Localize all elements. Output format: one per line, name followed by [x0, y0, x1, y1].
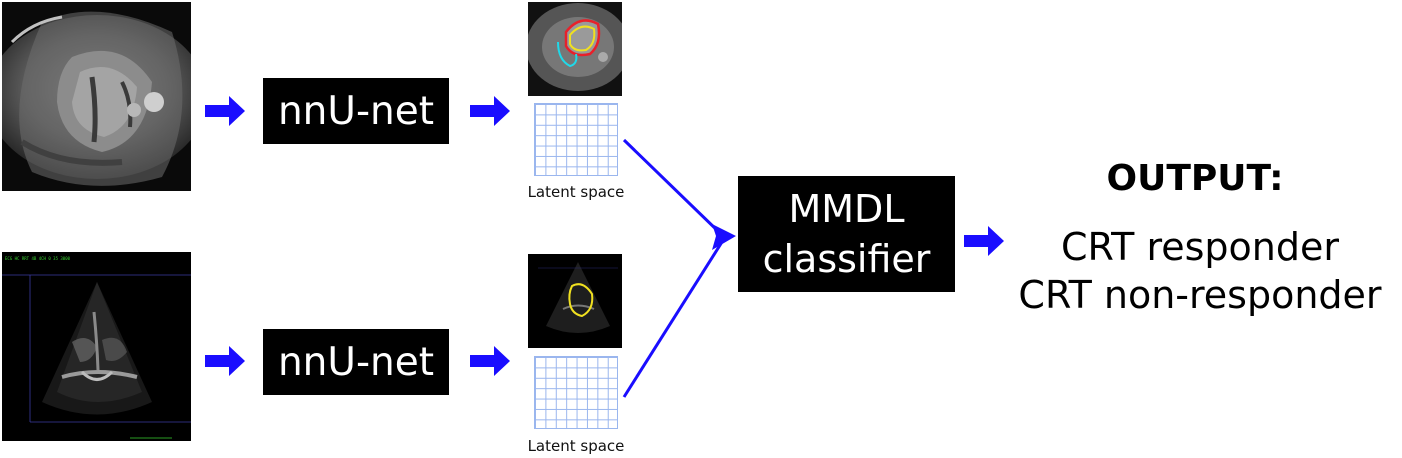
- right-arrow-icon: [964, 226, 1004, 256]
- classifier-line-2: classifier: [762, 237, 931, 281]
- mmdl-classifier-box: MMDL classifier: [738, 176, 955, 292]
- bottom-connector-line: [622, 241, 724, 398]
- output-item-non-responder: CRT non-responder: [1018, 273, 1382, 317]
- arrow-top-nnunet-to-segmentation: [470, 96, 510, 130]
- bottom-latent-space-grid: [534, 356, 618, 429]
- output-item-responder: CRT responder: [1060, 225, 1339, 269]
- arrow-bottom-nnunet-to-segmentation: [470, 346, 510, 380]
- echo-segmentation-image: [528, 254, 622, 348]
- top-connector-line: [622, 138, 724, 237]
- echo-segmentation-drawing: [528, 254, 622, 348]
- bottom-latent-space-label: Latent space: [527, 437, 625, 455]
- classifier-line-1: MMDL: [788, 187, 905, 231]
- cardiac-mri-image: [2, 2, 191, 191]
- right-arrow-icon: [205, 346, 245, 376]
- bottom-nnunet-box: nnU-net: [263, 329, 449, 395]
- connector-arrowhead-icon: [712, 224, 736, 250]
- arrow-to-output: [964, 226, 1004, 260]
- output-title: OUTPUT:: [1106, 158, 1284, 199]
- mri-segmentation-drawing: [528, 2, 622, 96]
- right-arrow-icon: [470, 346, 510, 376]
- arrow-to-bottom-nnunet: [205, 346, 245, 380]
- echocardiogram-drawing: ECG HC RRT 4B 4CH 0 35 3000: [2, 252, 191, 441]
- svg-text:ECG HC RRT 4B 4CH 0 35 3000: ECG HC RRT 4B 4CH 0 35 3000: [5, 256, 71, 261]
- right-arrow-icon: [205, 96, 245, 126]
- right-arrow-icon: [470, 96, 510, 126]
- mri-segmentation-image: [528, 2, 622, 96]
- top-nnunet-box: nnU-net: [263, 78, 449, 144]
- top-latent-space-label: Latent space: [527, 183, 625, 201]
- top-nnunet-label: nnU-net: [277, 88, 435, 134]
- top-latent-space-grid: [534, 103, 618, 176]
- echocardiogram-image: ECG HC RRT 4B 4CH 0 35 3000: [2, 252, 191, 441]
- cardiac-mri-drawing: [2, 2, 191, 191]
- bottom-nnunet-label: nnU-net: [277, 339, 435, 385]
- arrow-to-top-nnunet: [205, 96, 245, 130]
